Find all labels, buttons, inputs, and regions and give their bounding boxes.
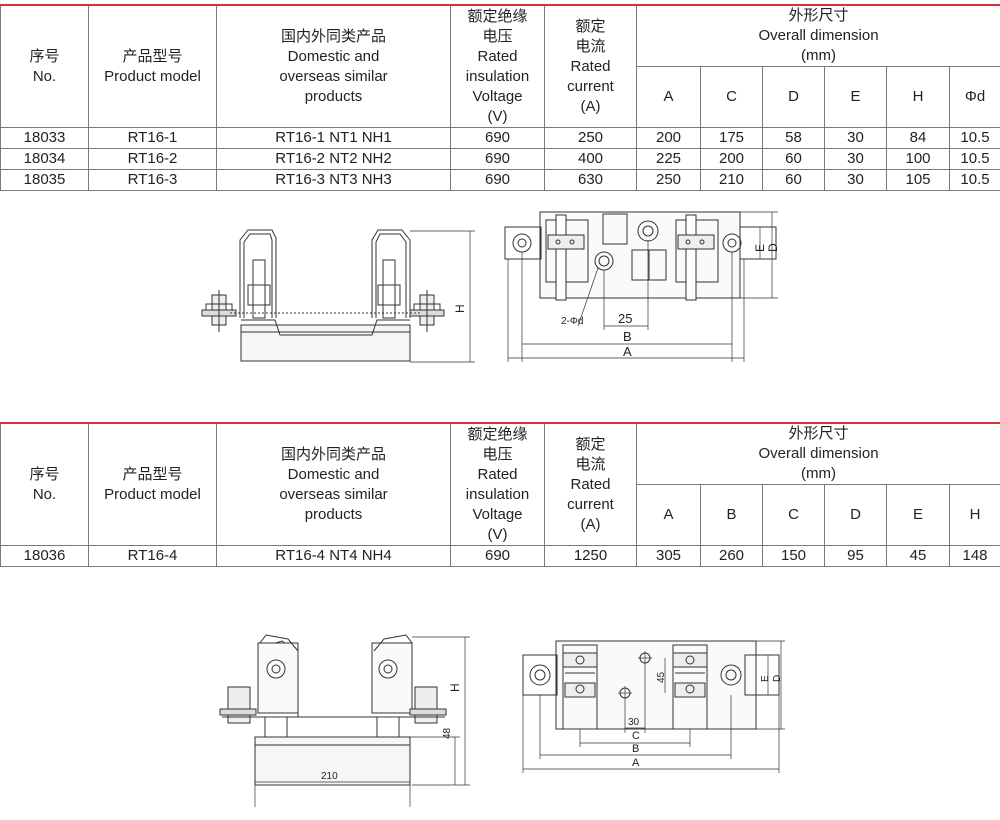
- cell: 105: [886, 169, 950, 191]
- cell: RT16-3: [88, 169, 217, 191]
- cell: 100: [886, 148, 950, 170]
- dim-col-header: H: [886, 66, 950, 128]
- cell: 18033: [0, 127, 89, 149]
- cell: 250: [636, 169, 701, 191]
- dim-label-d: D: [772, 675, 783, 682]
- dim-label-b: B: [623, 329, 632, 344]
- cell: 630: [544, 169, 637, 191]
- cell: 1250: [544, 545, 637, 567]
- dim-label-d: D: [766, 243, 780, 252]
- cell: RT16-4: [88, 545, 217, 567]
- cell: 690: [450, 545, 545, 567]
- cell: 690: [450, 169, 545, 191]
- dim-label-30: 30: [628, 717, 640, 728]
- cell: RT16-4 NT4 NH4: [216, 545, 451, 567]
- dim-col-header: D: [762, 66, 825, 128]
- cell: 150: [762, 545, 825, 567]
- cell: 260: [700, 545, 763, 567]
- cell: 18036: [0, 545, 89, 567]
- fuse-base-side-view: [201, 229, 475, 363]
- dim-col-header: Φd: [948, 66, 1000, 128]
- cell: RT16-2: [88, 148, 217, 170]
- dim-col-header: B: [700, 484, 763, 546]
- dim-label-a: A: [623, 344, 632, 359]
- cell: 148: [948, 545, 1000, 567]
- cell: 60: [762, 169, 825, 191]
- dim-col-header: E: [824, 66, 887, 128]
- cell: 210: [700, 169, 763, 191]
- fuse-base-top-view: [504, 211, 778, 362]
- dim-label-e: E: [760, 675, 771, 682]
- dim-col-header: C: [762, 484, 825, 546]
- cell: 305: [636, 545, 701, 567]
- cell: 690: [450, 148, 545, 170]
- cell: 45: [886, 545, 950, 567]
- dim-label-e: E: [753, 244, 767, 252]
- cell: 18034: [0, 148, 89, 170]
- cell: 225: [636, 148, 701, 170]
- dim-label-48: 48: [442, 727, 453, 739]
- dim-label-h: H: [453, 304, 467, 313]
- cell: RT16-1: [88, 127, 217, 149]
- dim-col-header: E: [886, 484, 950, 546]
- fuse-base-side-view: [219, 634, 470, 807]
- dim-label-a: A: [632, 757, 640, 769]
- cell: RT16-3 NT3 NH3: [216, 169, 451, 191]
- dim-label-210: 210: [321, 771, 338, 782]
- cell: 84: [886, 127, 950, 149]
- cell: 60: [762, 148, 825, 170]
- cell: RT16-1 NT1 NH1: [216, 127, 451, 149]
- cell: 10.5: [948, 127, 1000, 149]
- dim-col-header: D: [824, 484, 887, 546]
- cell: 175: [700, 127, 763, 149]
- dim-col-header: A: [636, 66, 701, 128]
- cell: 250: [544, 127, 637, 149]
- technical-drawing-2: H 48 210: [0, 625, 1000, 820]
- cell: 58: [762, 127, 825, 149]
- dim-col-header: C: [700, 66, 763, 128]
- cell: RT16-2 NT2 NH2: [216, 148, 451, 170]
- cell: 30: [824, 148, 887, 170]
- cell: 200: [700, 148, 763, 170]
- technical-drawing-1: H E D 2-Φd 2: [0, 200, 1000, 370]
- cell: 30: [824, 127, 887, 149]
- cell: 690: [450, 127, 545, 149]
- dim-col-header: H: [948, 484, 1000, 546]
- cell: 400: [544, 148, 637, 170]
- cell: 18035: [0, 169, 89, 191]
- dim-label-b: B: [632, 743, 639, 755]
- cell: 30: [824, 169, 887, 191]
- hole-label: 2-Φd: [561, 316, 583, 327]
- dim-label-25: 25: [618, 311, 632, 326]
- dim-label-h: H: [448, 683, 462, 692]
- dim-col-header: A: [636, 484, 701, 546]
- cell: 95: [824, 545, 887, 567]
- dim-label-45: 45: [656, 671, 667, 683]
- dim-label-c: C: [632, 730, 640, 742]
- fuse-base-top-view: [522, 640, 785, 773]
- cell: 10.5: [948, 169, 1000, 191]
- cell: 200: [636, 127, 701, 149]
- cell: 10.5: [948, 148, 1000, 170]
